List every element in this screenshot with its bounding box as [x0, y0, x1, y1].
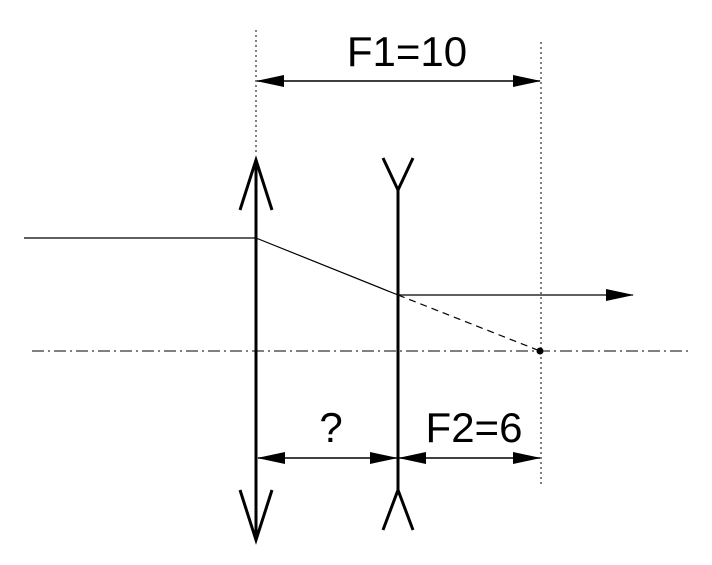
- converging-lens: [238, 155, 274, 545]
- diverging-lens: [381, 157, 415, 531]
- extended-ray-dashed: [397, 294, 541, 352]
- label-unknown: ?: [319, 404, 342, 451]
- label-f2: F2=6: [426, 404, 523, 451]
- refracted-ray: [255, 237, 399, 296]
- label-f1: F1=10: [347, 28, 467, 75]
- focal-point: [536, 347, 544, 355]
